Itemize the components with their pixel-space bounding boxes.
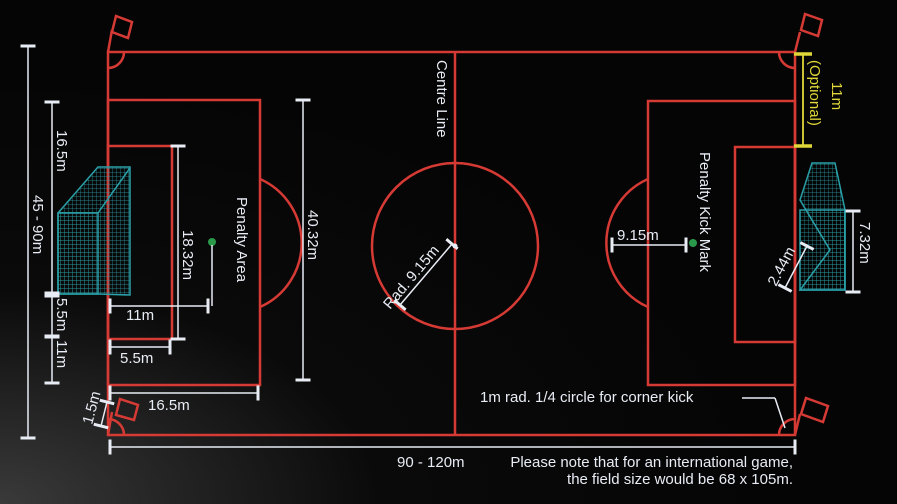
left-goal-icon xyxy=(57,166,131,296)
corner-arc-tr xyxy=(777,51,796,70)
centre-spot xyxy=(452,243,458,249)
right-goal-icon xyxy=(798,162,846,291)
corner-flag-icon xyxy=(793,12,824,53)
right-penalty-spot xyxy=(689,239,697,247)
field-markings xyxy=(106,12,830,437)
goal-area-width-label: 18.32m xyxy=(179,230,196,280)
note-line-1: Please note that for an international ga… xyxy=(510,454,793,471)
goal-area-side-11-label: 11m xyxy=(53,340,70,368)
centre-line-label: Centre Line xyxy=(433,60,450,138)
goal-area-side-label: 5.5m xyxy=(53,298,70,331)
corner-flag-icon xyxy=(793,396,830,436)
left-penalty-arc xyxy=(259,177,303,309)
penalty-mark-distance-label: 11m xyxy=(126,307,154,324)
right-goal-area xyxy=(733,145,797,344)
penalty-side-label: 16.5m xyxy=(148,397,190,414)
corner-dim-label: 1.5m xyxy=(79,389,104,426)
goal-width-label: 7.32m xyxy=(856,222,873,264)
goal-area-depth-label: 5.5m xyxy=(120,350,153,367)
corner-arc-br xyxy=(777,417,796,436)
centre-circle xyxy=(370,161,540,331)
corner-flag-icon xyxy=(106,14,134,53)
right-penalty-arc xyxy=(605,177,649,309)
arc-radius-label: 9.15m xyxy=(617,227,659,244)
centre-radius-label: Rad. 9.15m xyxy=(380,242,443,312)
optional-text-label: (Optional) xyxy=(806,60,823,126)
penalty-area-label: Penalty Area xyxy=(233,197,250,283)
note-line-2: the field size would be 68 x 105m. xyxy=(567,471,793,488)
penalty-depth-label: 16.5m xyxy=(53,130,70,172)
corner-note-label: 1m rad. 1/4 circle for corner kick xyxy=(480,389,694,406)
corner-arc-tl xyxy=(107,51,126,70)
optional-distance-label: 11m xyxy=(828,82,845,110)
left-penalty-spot xyxy=(208,238,216,246)
length-label: 90 - 120m xyxy=(397,454,465,471)
penalty-area-width-label: 40.32m xyxy=(304,210,321,260)
width-label: 45 - 90m xyxy=(29,195,46,254)
penalty-kick-mark-label: Penalty Kick Mark xyxy=(696,152,713,273)
dimension-lines xyxy=(20,44,861,455)
